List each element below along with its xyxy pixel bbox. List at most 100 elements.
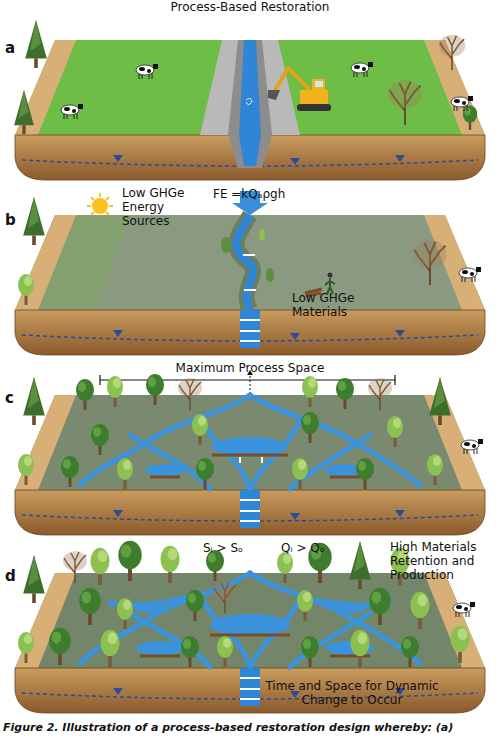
panel-d-illustration (136, 641, 184, 655)
panel-a-illustration (228, 40, 272, 135)
panel-b-illustration (236, 215, 253, 310)
panel-d-illustration (349, 541, 371, 589)
panel-d-illustration (240, 668, 260, 706)
panel-d-illustration (369, 588, 391, 625)
energy-note: Low GHGe Energy Sources (122, 187, 190, 228)
stream-power-equation: FE =kQₐρgh (213, 188, 313, 202)
panel-b-illustration (15, 215, 485, 310)
panel-a-illustration (61, 104, 83, 119)
sun-symbol (92, 198, 108, 214)
panel-c-illustration (427, 454, 443, 485)
worker (328, 273, 333, 278)
panel-d-illustration (297, 590, 313, 621)
panel-d-illustration (213, 581, 237, 613)
panel-c-illustration (146, 374, 164, 405)
panel-b-illustration (243, 255, 256, 290)
panel-b-illustration (15, 215, 485, 355)
panel-letter: a (5, 40, 21, 57)
panel-b-illustration (221, 237, 231, 253)
panel-c-illustration (356, 458, 374, 489)
panel-d-illustration (117, 598, 133, 629)
panel-a-illustration (388, 80, 422, 125)
excavator (297, 104, 331, 111)
panel-b-illustration (15, 191, 485, 355)
panel-d-illustration (23, 555, 45, 603)
panel-c-illustration (368, 378, 392, 410)
panel-c-illustration (336, 378, 354, 409)
panel-c-illustration (290, 435, 370, 489)
panel-b-illustration (23, 197, 45, 245)
excavator (268, 68, 331, 111)
panel-c-illustration (15, 395, 485, 535)
panel-c-illustration (23, 377, 45, 425)
panel-a-illustration (239, 135, 261, 166)
panel-b-illustration (240, 320, 260, 341)
panel-a-illustration (136, 64, 158, 79)
panel-d-illustration (18, 632, 34, 663)
time-space-note: Time and Space for Dynamic Change to Occ… (263, 680, 441, 708)
panel-b-illustration (459, 267, 481, 282)
panel-letter: b (5, 212, 21, 229)
figure-title: Process-Based Restoration (100, 1, 400, 15)
panel-d-illustration (301, 636, 319, 667)
panel-d-illustration (100, 630, 119, 667)
panel-c-illustration (292, 458, 308, 489)
panel-c-illustration (80, 395, 420, 490)
panel-c-illustration (302, 376, 318, 407)
panel-b-illustration (240, 310, 260, 348)
excavator (274, 68, 310, 92)
panel-c-illustration (429, 377, 451, 425)
panel-c-illustration (15, 374, 485, 535)
panel-d-illustration (410, 592, 429, 629)
panel-c-illustration (91, 424, 109, 455)
panel-a-illustration (351, 62, 373, 77)
panel-d-illustration (49, 628, 71, 665)
panel-d-illustration (277, 552, 293, 583)
panel-c-illustration (18, 454, 34, 485)
panel-a-illustration (15, 40, 485, 135)
sediment-balance: Sᵢ > Sₒ (203, 542, 263, 556)
panel-d-illustration (350, 630, 369, 667)
panel-d-illustration (90, 548, 109, 585)
figure-caption: Figure 2. Illustration of a process-base… (3, 722, 497, 735)
panel-c-illustration (61, 456, 79, 487)
panel-d-illustration (334, 603, 366, 613)
panel-c-illustration (192, 414, 208, 445)
materials-retention-note: High Materials Retention and Production (390, 541, 494, 582)
panel-b-illustration (413, 240, 447, 285)
panel-a-illustration (451, 96, 473, 111)
panel-a-illustration (200, 40, 300, 135)
panel-d-illustration (453, 602, 475, 617)
panel-c-illustration (117, 458, 133, 489)
panel-c-illustration (150, 455, 360, 477)
excavator (268, 90, 280, 100)
panel-c-illustration (76, 379, 94, 410)
flow-balance: Qᵢ > Qₒ (281, 542, 341, 556)
panel-d-illustration (401, 636, 419, 667)
panel-a-illustration (14, 20, 485, 180)
panel-c-illustration (301, 412, 319, 443)
panel-a-illustration (25, 20, 47, 68)
panel-a-illustration (228, 135, 272, 168)
panel-c-illustration (387, 416, 403, 447)
panel-c-illustration (240, 500, 260, 521)
process-space-note: Maximum Process Space (140, 362, 360, 376)
panel-letter: c (5, 390, 21, 407)
panel-d-illustration (63, 551, 87, 583)
panel-d-illustration (186, 590, 204, 621)
panel-d-illustration (217, 636, 233, 667)
panel-d-illustration (118, 541, 141, 581)
panel-b-illustration (266, 268, 274, 282)
panel-c-illustration (240, 457, 262, 463)
panel-d-illustration (130, 613, 210, 667)
panel-d-illustration (80, 573, 420, 668)
panel-c-illustration (178, 378, 202, 410)
panel-a-illustration (439, 35, 465, 70)
panel-a-illustration (246, 98, 252, 104)
panel-c-illustration (461, 439, 483, 454)
panel-b-illustration (18, 274, 34, 305)
panel-a-illustration (239, 40, 261, 135)
panel-d-illustration (134, 603, 166, 613)
panel-d-illustration (15, 573, 485, 668)
